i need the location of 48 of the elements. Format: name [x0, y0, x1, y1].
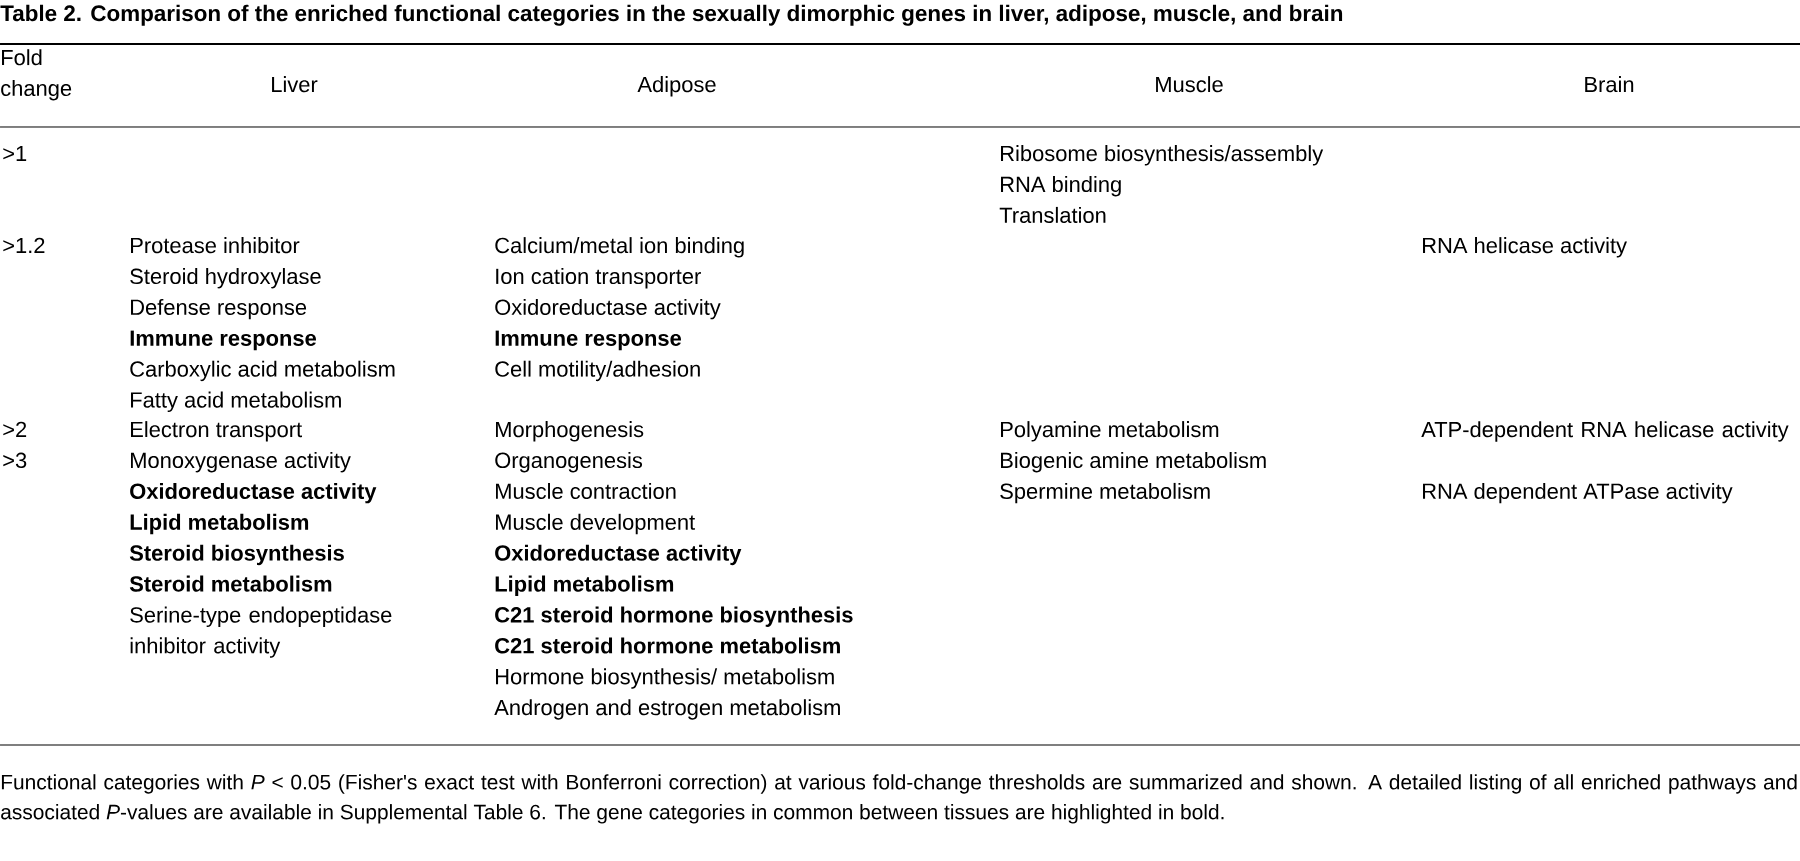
category-label: RNA binding	[1001, 176, 1121, 197]
category-label: Immune response	[495, 330, 681, 351]
category-label: Muscle development	[496, 513, 695, 535]
category-label: Organogenesis	[495, 452, 643, 473]
category-label: Muscle contraction	[496, 482, 676, 499]
column-header: Adipose	[637, 76, 716, 97]
category-label: C21 steroid hormone metabolism	[495, 637, 840, 654]
category-label: Biogenic amine metabolism	[1001, 452, 1266, 473]
category-label: Lipid metabolism	[130, 513, 309, 535]
category-label: Oxidoreductase activity	[495, 298, 721, 320]
category-label: Steroid metabolism	[129, 575, 332, 592]
category-label: ATP-dependent RNA helicase activity	[1421, 421, 1789, 442]
table-title: Table 2. Comparison of the enriched functional categories in the sexually dimorphic genes in liver, adipose, muscle, and brain	[0, 4, 1343, 26]
category-label: Morphogenesis	[496, 421, 644, 442]
category-label: Defense response	[131, 298, 307, 320]
category-label: RNA dependent ATPase activity	[1423, 482, 1733, 504]
category-label: Hormone biosynthesis/ metabolism	[496, 668, 834, 689]
category-label: Steroid biosynthesis	[129, 544, 344, 566]
column-header: Fold change	[1, 49, 72, 101]
category-label: Immune response	[130, 330, 316, 351]
category-label: Serine-type endopeptidase inhibitor activity	[130, 606, 392, 658]
column-header: Brain	[1585, 76, 1634, 93]
category-label: Lipid metabolism	[495, 575, 674, 597]
category-label: Translation	[999, 206, 1106, 223]
column-header: Liver	[272, 76, 318, 93]
row-label: >1	[3, 145, 27, 161]
row-label: >1.2	[3, 237, 45, 253]
category-label: Electron transport	[131, 421, 302, 442]
row-label: >2	[3, 421, 27, 437]
category-label: RNA helicase activity	[1423, 237, 1627, 258]
category-label: Androgen and estrogen metabolism	[494, 699, 840, 720]
category-label: Calcium/metal ion binding	[495, 237, 744, 258]
category-label: Fatty acid metabolism	[131, 391, 341, 413]
category-label: Steroid hydroxylase	[130, 268, 321, 289]
category-label: Carboxylic acid metabolism	[130, 360, 395, 382]
category-label: Monoxygenase activity	[131, 452, 351, 473]
table-caption: Functional categories with P < 0.05 (Fisher's exact test with Bonferroni correction) at various fold-change thresholds are summarized and shown. A detailed listing of all enriched pathways and associated P-values are available in Supplemental Table 6. The gene categories in common between tissues are highlighted in bold.	[1, 774, 1797, 824]
category-label: Oxidoreductase activity	[495, 544, 742, 566]
category-label: Cell motility/adhesion	[495, 360, 700, 382]
column-header: Muscle	[1156, 76, 1223, 93]
category-label: Spermine metabolism	[1000, 482, 1210, 504]
category-label: Protease inhibitor	[131, 237, 300, 254]
row-label: >3	[3, 452, 27, 469]
category-label: Polyamine metabolism	[1001, 421, 1219, 442]
category-label: C21 steroid hormone biosynthesis	[495, 606, 853, 627]
category-label: Oxidoreductase activity	[130, 482, 377, 504]
category-label: Ion cation transporter	[496, 268, 701, 289]
category-label: Ribosome biosynthesis/assembly	[1001, 145, 1324, 166]
